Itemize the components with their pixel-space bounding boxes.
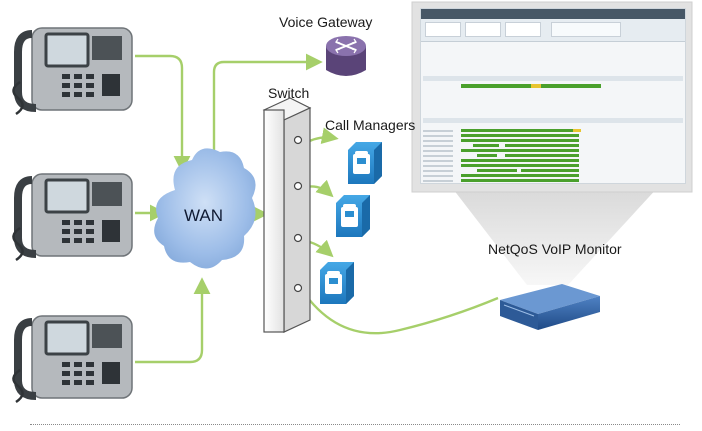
screen-tab xyxy=(551,22,621,37)
screen-body xyxy=(421,42,685,183)
appliance-icon xyxy=(500,284,600,330)
screen-status-rows xyxy=(421,128,685,183)
screen-section-header xyxy=(423,118,683,123)
monitor-screen-icon xyxy=(420,8,686,184)
screen-tab-strip xyxy=(421,19,685,42)
screen-titlebar xyxy=(421,9,685,19)
cloud-icon xyxy=(154,148,256,269)
call-manager-icon xyxy=(348,142,382,184)
ip-phone-icon xyxy=(12,315,133,404)
wan-label: WAN xyxy=(184,206,224,225)
screen-status-bar xyxy=(531,84,541,88)
call-managers-label: Call Managers xyxy=(325,117,416,133)
ip-phone-icon xyxy=(12,173,133,262)
screen-tab xyxy=(465,22,501,37)
router-icon xyxy=(326,36,366,76)
call-manager-icon xyxy=(320,262,354,304)
monitor-label: NetQoS VoIP Monitor xyxy=(488,241,622,257)
screen-tab xyxy=(505,22,541,37)
ip-phone-icon xyxy=(12,27,133,116)
switch-icon xyxy=(262,97,312,333)
switch-label: Switch xyxy=(268,85,310,101)
screen-section-header xyxy=(423,76,683,81)
screen-tab xyxy=(425,22,461,37)
voice-gateway-label: Voice Gateway xyxy=(279,14,373,30)
monitor-projection xyxy=(450,185,660,285)
footer-divider xyxy=(30,424,680,425)
call-manager-icon xyxy=(336,195,370,237)
